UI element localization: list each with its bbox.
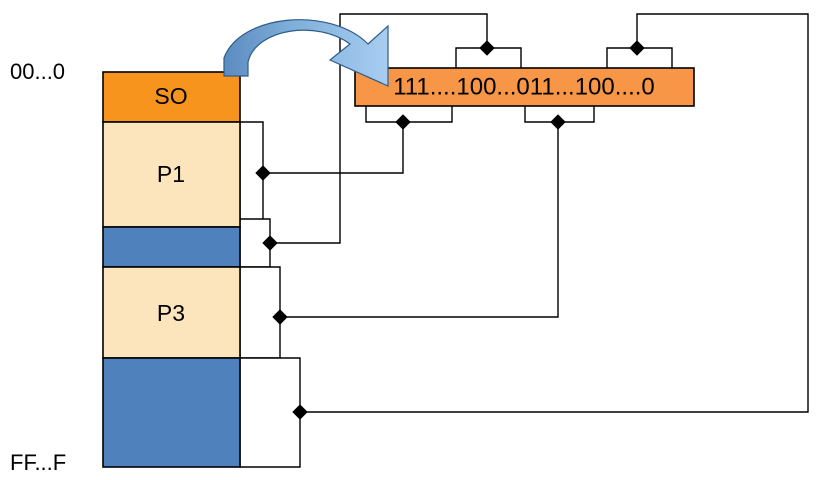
bit-tap-bottom-1-diamond [395, 114, 411, 130]
bracket-block5 [239, 357, 301, 468]
bit-tap-top-2-diamond [629, 40, 645, 56]
bit-tap-top-1-diamond [479, 40, 495, 56]
memory-block-so-label: SO [154, 83, 187, 109]
connector-block5-to-bittop2 [300, 13, 809, 413]
bitstring-bottom-brackets [365, 105, 595, 123]
connector-block3-to-bittop1 [270, 13, 488, 244]
memory-brackets [239, 121, 301, 468]
curved-transfer-arrow [223, 19, 389, 87]
bitstring-bracket-bottom-1 [365, 105, 453, 123]
memory-block-p3[interactable] [102, 266, 241, 359]
tap-p3-diamond [272, 309, 288, 325]
tap-p1-diamond [255, 165, 271, 181]
memory-block-free-2[interactable] [102, 357, 241, 468]
bracket-p3 [239, 266, 281, 359]
address-label-bottom: FF...F [10, 450, 66, 475]
bit-tap-bottom-2-diamond [550, 114, 566, 130]
connector-p3-to-bit2 [280, 122, 559, 318]
memory-block-p3-label: P3 [157, 300, 185, 326]
connector-p1-to-bit1 [263, 122, 404, 174]
tap-block5-diamond [292, 404, 308, 420]
tap-block3-diamond [262, 235, 278, 251]
memory-block-p1-label: P1 [157, 161, 185, 187]
bitstring-text: 111....100...011...100....0 [393, 73, 655, 100]
connector-lines [263, 13, 809, 413]
memory-block-free-1[interactable] [102, 226, 241, 268]
memory-stack: SO P1 P3 [102, 71, 241, 468]
address-label-top: 00...0 [10, 59, 65, 84]
arrow-shape [223, 19, 389, 87]
bitstring-bar[interactable]: 111....100...011...100....0 [354, 67, 695, 107]
memory-block-p1[interactable] [102, 121, 241, 228]
diamond-markers [255, 40, 645, 420]
bitstring-rect[interactable] [354, 67, 695, 107]
